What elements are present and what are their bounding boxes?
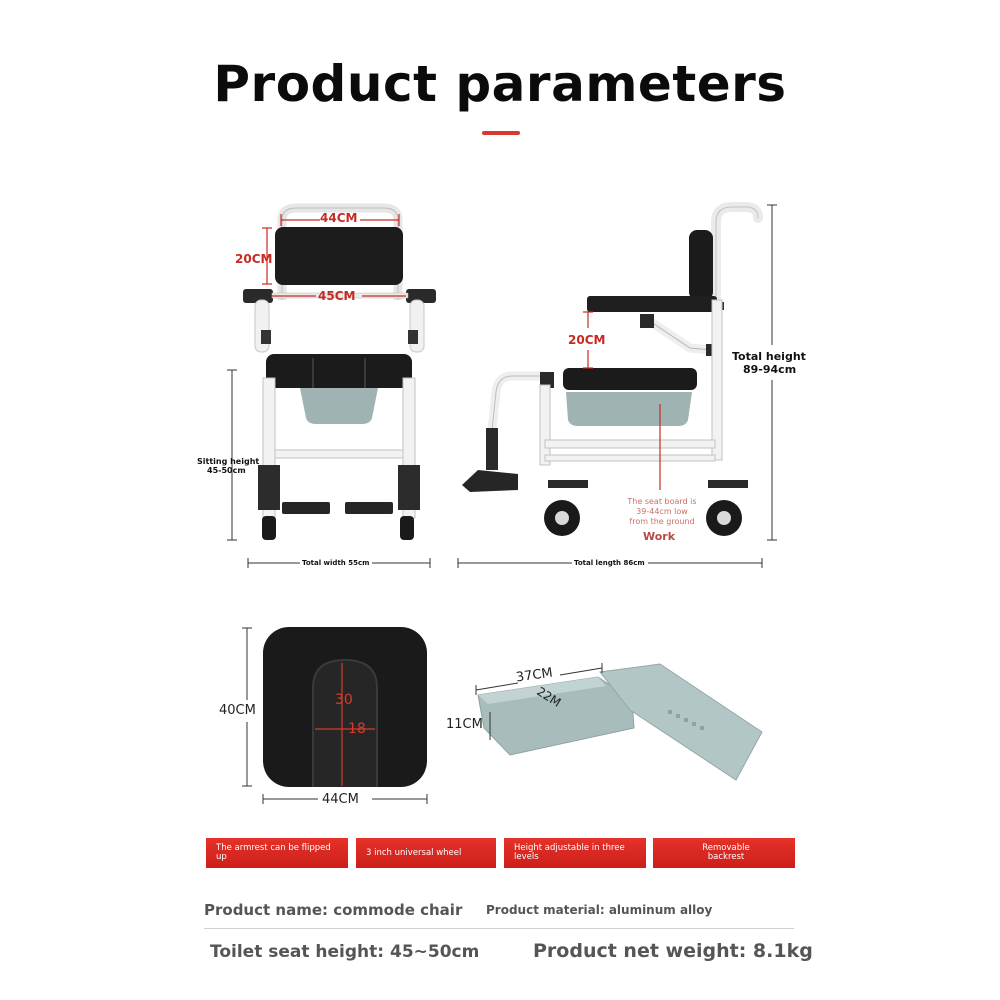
title-underline (482, 131, 520, 135)
total-height-value: 89-94cm (743, 363, 797, 376)
feature-badge-height: Height adjustable in three levels (504, 838, 646, 868)
feature-badge-armrest: The armrest can be flipped up (206, 838, 348, 868)
armrest-width-label: 45CM (318, 289, 356, 303)
spec-product-material: Product material: aluminum alloy (486, 903, 713, 917)
total-width-label: Total width 55cm (302, 559, 370, 567)
backrest-height-label: 20CM (235, 252, 273, 266)
total-height-label: Total height (732, 350, 806, 363)
sitting-height-label: Sitting height (197, 457, 260, 466)
feature-badge-wheel: 3 inch universal wheel (356, 838, 496, 868)
seat-depth-label: 40CM (219, 703, 256, 718)
total-length-label: Total length 86cm (574, 559, 645, 567)
spec-divider (204, 928, 794, 929)
seat-gap-label: 20CM (568, 333, 606, 347)
feature-badge-backrest: Removable backrest (653, 838, 795, 868)
opening-length-label: 30 (335, 692, 353, 708)
bucket-height-label: 11CM (446, 717, 483, 732)
opening-width-label: 18 (348, 721, 366, 737)
work-label: Work (643, 530, 676, 543)
spec-seat-height: Toilet seat height: 45~50cm (210, 942, 480, 962)
sitting-height-value: 45-50cm (207, 466, 246, 475)
spec-product-name: Product name: commode chair (204, 901, 463, 919)
spec-net-weight: Product net weight: 8.1kg (533, 940, 813, 962)
backrest-width-label: 44CM (320, 211, 358, 225)
seat-width-label: 44CM (322, 792, 359, 807)
page-title: Product parameters (213, 55, 787, 113)
seat-board-note: The seat board is 39-44cm low from the g… (627, 497, 697, 526)
